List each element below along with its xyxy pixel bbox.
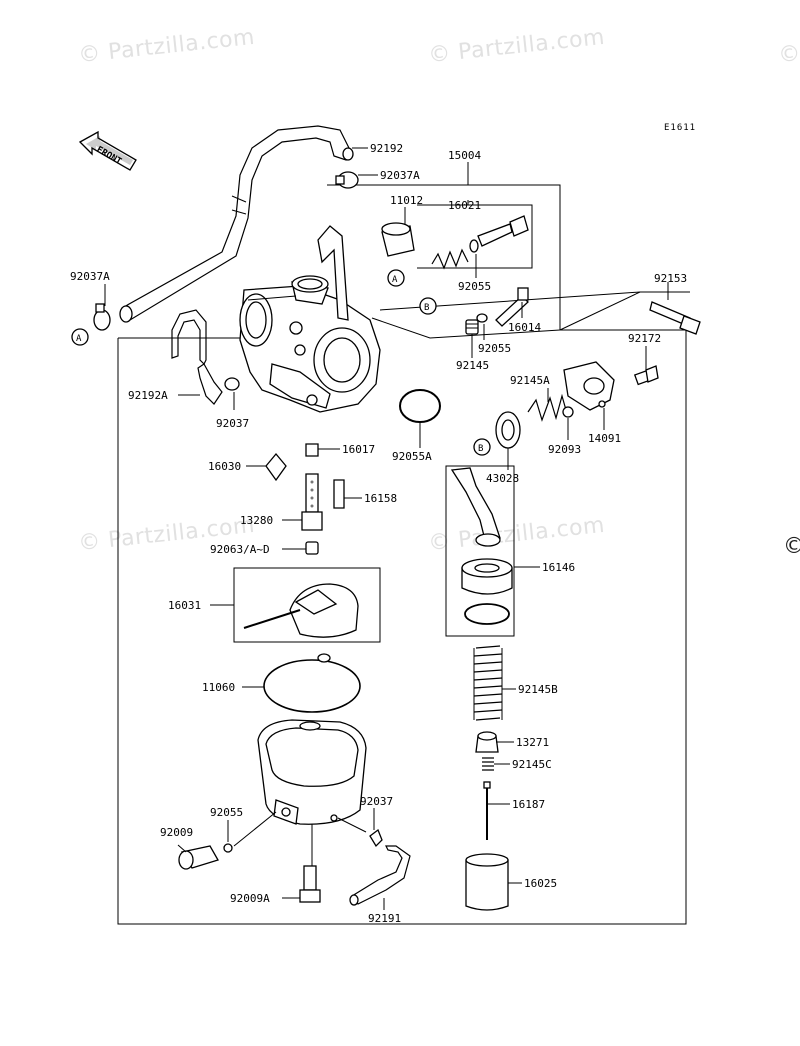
hose-clamp-92037A-left xyxy=(93,303,111,331)
svg-text:A: A xyxy=(392,275,398,285)
part-label: 92145C xyxy=(512,758,552,771)
o-ring-92055A xyxy=(399,389,441,423)
part-label: 92037 xyxy=(216,417,249,430)
part-label: 92009 xyxy=(160,826,193,839)
part-label: 92063/A~D xyxy=(210,543,270,556)
leader-lines xyxy=(104,147,669,910)
hose-clamp-92037 xyxy=(224,377,240,391)
o-ring-92093 xyxy=(562,406,574,418)
part-label: 92055 xyxy=(210,806,243,819)
part-label: 92055 xyxy=(478,342,511,355)
part-label: 92192 xyxy=(370,142,403,155)
o-ring-92055-bottom xyxy=(223,843,233,853)
cap-assembly-16146 xyxy=(445,465,515,637)
spring-92145 xyxy=(465,319,479,335)
marker-a-icon: A xyxy=(387,269,405,287)
part-label: 11060 xyxy=(202,681,235,694)
needle-jet-13280 xyxy=(301,473,323,531)
part-label: 92093 xyxy=(548,443,581,456)
hose-92192A xyxy=(171,309,223,405)
part-label: 92145 xyxy=(456,359,489,372)
part-label: 16030 xyxy=(208,460,241,473)
part-label: 14091 xyxy=(588,432,621,445)
float-bowl xyxy=(257,719,367,825)
bolt-92153 xyxy=(649,301,701,335)
spring-92145A xyxy=(527,393,567,422)
fuel-hose-92192 xyxy=(119,125,354,323)
part-label: 16031 xyxy=(168,599,201,612)
hose-clamp-92037-bottom xyxy=(369,828,383,848)
part-label: 92009A xyxy=(230,892,270,905)
diagram-code: E1611 xyxy=(664,123,696,133)
part-label: 92145B xyxy=(518,683,558,696)
jet-16158 xyxy=(333,479,345,509)
o-ring-92055 xyxy=(476,313,488,323)
part-label: 13280 xyxy=(240,514,273,527)
hose-clamp-92037A-top xyxy=(335,171,359,189)
copyright-icon: © xyxy=(783,534,800,559)
part-label: 13271 xyxy=(516,736,549,749)
marker-b-icon: B xyxy=(419,297,437,315)
part-label: 16017 xyxy=(342,443,375,456)
part-label: 92037A xyxy=(70,270,110,283)
hose-92191 xyxy=(349,845,411,906)
cap-11012 xyxy=(381,207,415,257)
needle-valve-16030 xyxy=(265,452,287,482)
part-label: 16187 xyxy=(512,798,545,811)
seat-13271 xyxy=(475,731,499,753)
part-label: 92145A xyxy=(510,374,550,387)
diaphragm-43028 xyxy=(495,411,521,449)
part-label: 16146 xyxy=(542,561,575,574)
cover-14091 xyxy=(563,361,615,411)
jet-needle-16187 xyxy=(483,781,491,840)
part-label: 92055 xyxy=(458,280,491,293)
spring-92145B xyxy=(473,645,503,721)
part-label: 92055A xyxy=(392,450,432,463)
part-label: 15004 xyxy=(448,149,481,162)
part-label: 11012 xyxy=(390,194,423,207)
front-arrow-icon: FRONT xyxy=(78,130,137,171)
part-label: 16025 xyxy=(524,877,557,890)
drain-screw-92009A xyxy=(299,865,321,903)
svg-text:B: B xyxy=(478,444,483,454)
screw-92009 xyxy=(178,845,219,870)
screw-92063 xyxy=(305,541,319,555)
marker-b-icon: B xyxy=(473,438,491,456)
throttle-valve-16025 xyxy=(465,853,509,911)
carburetor-body-15004 xyxy=(239,225,381,413)
part-label: 92191 xyxy=(368,912,401,925)
part-label: 16014 xyxy=(508,321,541,334)
pilot-screw-16021 xyxy=(417,200,533,270)
part-label: 92153 xyxy=(654,272,687,285)
svg-text:A: A xyxy=(76,334,82,344)
jet-16017 xyxy=(305,443,319,457)
float-16031 xyxy=(233,567,381,643)
gasket-11060 xyxy=(263,653,361,713)
idle-screw-16014 xyxy=(495,287,529,327)
part-label: 92172 xyxy=(628,332,661,345)
marker-a-icon: A xyxy=(71,328,89,346)
svg-text:B: B xyxy=(424,303,429,313)
spring-92145C xyxy=(482,757,494,771)
part-label: 92037 xyxy=(360,795,393,808)
part-label: 92037A xyxy=(380,169,420,182)
part-label: 43028 xyxy=(486,472,519,485)
part-label: 92192A xyxy=(128,389,168,402)
screw-92172 xyxy=(633,365,659,386)
part-label: 16158 xyxy=(364,492,397,505)
part-label: 16021 xyxy=(448,199,481,212)
